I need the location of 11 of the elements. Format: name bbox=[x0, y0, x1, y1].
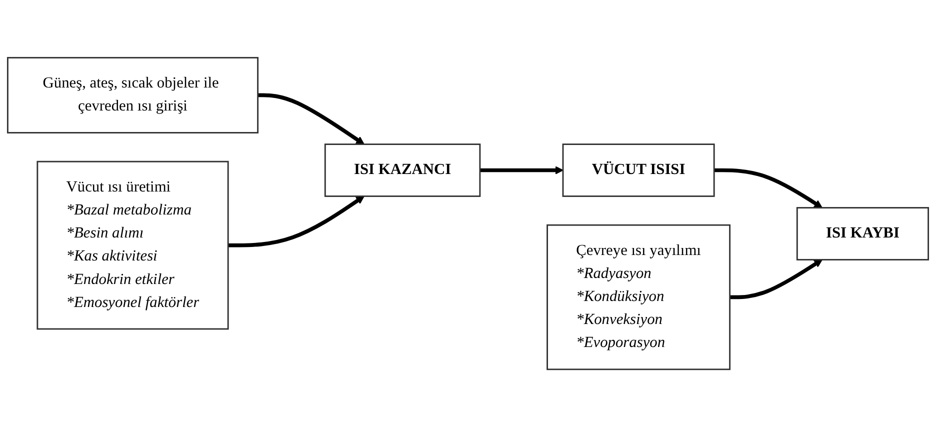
arrow bbox=[730, 259, 822, 300]
node-box: Güneş, ateş, sıcak objeler ile çevreden ısı girişi bbox=[6, 56, 259, 134]
node-box: ISI KAZANCI bbox=[324, 144, 481, 197]
node-box: ISI KAYBI bbox=[796, 207, 930, 260]
arrow bbox=[228, 196, 364, 248]
node-box: Çevreye ısı yayılımı *Radyasyon *Kondüksiyon *Konveksiyon *Evoporasyon bbox=[546, 224, 731, 370]
node-box: Vücut ısı üretimi *Bazal metabolizma *Besin alımı *Kas aktivitesi *Endokrin etkiler *Emosyonel faktörler bbox=[36, 160, 229, 330]
arrow bbox=[480, 166, 564, 174]
arrow bbox=[714, 168, 822, 208]
arrow bbox=[258, 93, 364, 145]
node-box: VÜCUT ISISI bbox=[562, 144, 715, 197]
